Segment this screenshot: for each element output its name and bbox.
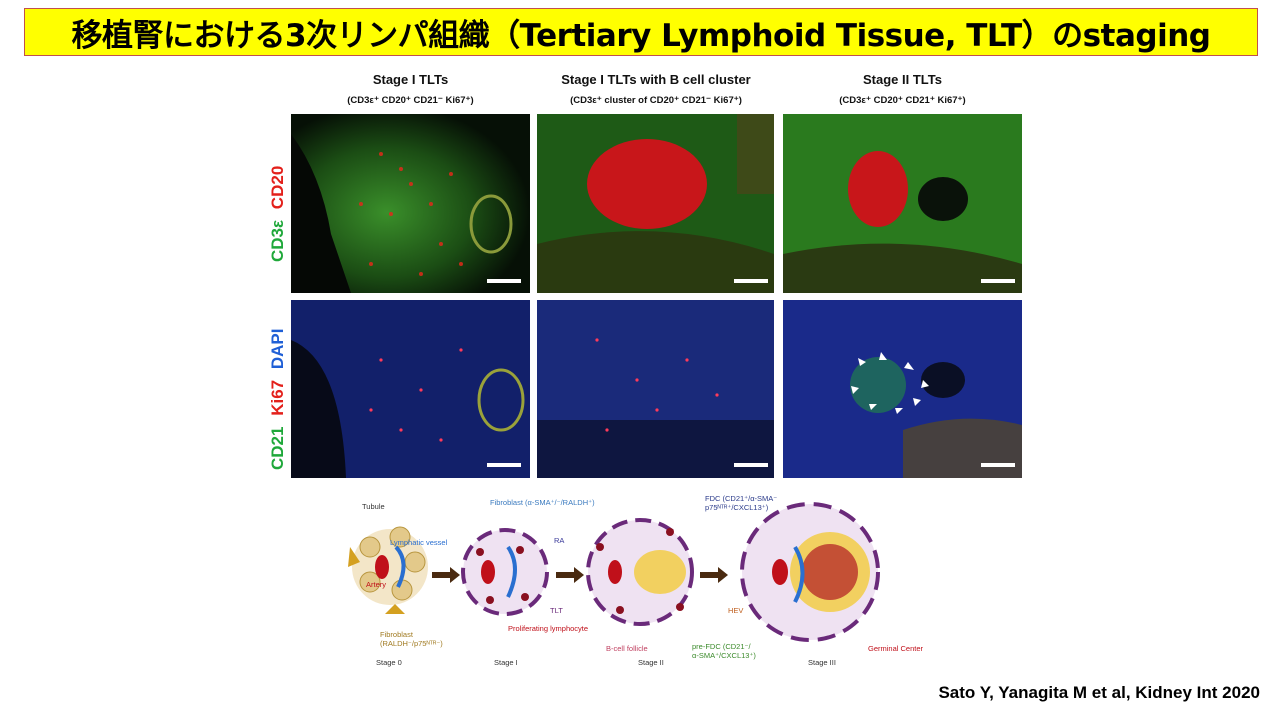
label-ki67: Ki67 <box>268 379 287 416</box>
label-fdc-line1: FDC (CD21⁺/α-SMA⁻ <box>705 494 778 503</box>
scale-bar <box>734 279 768 283</box>
scale-bar <box>734 463 768 467</box>
label-artery: Artery <box>366 580 387 589</box>
label-proliferating: Proliferating lymphocyte <box>508 624 589 633</box>
label-cd21: CD21 <box>268 426 287 470</box>
label-prefdc-line1: pre-FDC (CD21⁻/ <box>692 642 751 651</box>
micrograph-cd21-ki67-dapi-stage1 <box>291 300 530 478</box>
row-label-top: CD3ε CD20 <box>268 166 288 262</box>
label-fibroblast-bottom-1: Fibroblast <box>380 630 413 639</box>
micrograph-cd3e-cd20-stage1 <box>291 114 530 293</box>
label-prefdc-line2: α-SMA⁺/CXCL13⁺) <box>692 651 756 660</box>
column-title: Stage I TLTs <box>372 72 449 87</box>
micrograph-cd21-ki67-dapi-stage2 <box>783 300 1022 478</box>
stage-label-2: Stage II <box>638 658 664 667</box>
column-header-3: Stage II TLTs (CD3ε⁺ CD20⁺ CD21⁺ Ki67⁺) <box>783 72 1022 106</box>
micrograph-cd3e-cd20-bcluster <box>537 114 774 293</box>
label-bcell-follicle: B-cell follicle <box>606 644 648 653</box>
column-title: Stage I TLTs with B cell cluster <box>561 72 751 87</box>
slide-title-box: 移植腎における3次リンパ組織（Tertiary Lymphoid Tissue,… <box>24 8 1258 56</box>
stage0-illustration <box>348 526 428 614</box>
label-dapi: DAPI <box>268 328 287 370</box>
scale-bar <box>981 463 1015 467</box>
label-fdc-line2: p75ᴺᵀᴿ⁺/CXCL13⁺) <box>705 503 769 512</box>
label-fdc: FDC (CD21⁺/α-SMA⁻ p75ᴺᵀᴿ⁺/CXCL13⁺) <box>705 494 777 512</box>
column-title: Stage II TLTs <box>863 72 942 87</box>
label-fibroblast-bottom-2: (RALDH⁻/p75ᴺᵀᴿ⁻) <box>380 639 443 648</box>
citation: Sato Y, Yanagita M et al, Kidney Int 202… <box>938 683 1260 702</box>
column-subtitle: (CD3ε⁺ CD20⁺ CD21⁺ Ki67⁺) <box>839 95 966 106</box>
column-subtitle: (CD3ε⁺ CD20⁺ CD21⁻ Ki67⁺) <box>347 95 474 106</box>
label-germinal-center: Germinal Center <box>868 644 924 653</box>
stage2-illustration <box>586 518 694 626</box>
label-hev: HEV <box>728 606 744 615</box>
label-lymphatic: Lymphatic vessel <box>390 538 448 547</box>
label-fibroblast-top: Fibroblast (α-SMA⁺/⁻/RALDH⁺) <box>490 498 595 507</box>
label-fibroblast-bottom: Fibroblast (RALDH⁻/p75ᴺᵀᴿ⁻) <box>380 630 443 648</box>
stage-label-1: Stage I <box>494 658 518 667</box>
stage-label-0: Stage 0 <box>376 658 402 667</box>
label-ra: RA <box>554 536 565 545</box>
label-tubule: Tubule <box>362 502 385 511</box>
label-cd20: CD20 <box>268 165 287 210</box>
column-subtitle: (CD3ε⁺ cluster of CD20⁺ CD21⁻ Ki67⁺) <box>570 95 742 106</box>
label-tlt: TLT <box>550 606 563 615</box>
scale-bar <box>487 279 521 283</box>
tlt-stage-diagram: Tubule Lymphatic vessel Artery Fibroblas… <box>340 492 940 674</box>
column-header-2: Stage I TLTs with B cell cluster (CD3ε⁺ … <box>520 72 792 106</box>
scale-bar <box>981 279 1015 283</box>
stage3-illustration <box>740 502 880 642</box>
label-cd3e: CD3ε <box>268 219 287 262</box>
micrograph-cd21-ki67-dapi-bcluster <box>537 300 774 478</box>
scale-bar <box>487 463 521 467</box>
slide-title: 移植腎における3次リンパ組織（Tertiary Lymphoid Tissue,… <box>71 17 1211 54</box>
column-header-1: Stage I TLTs (CD3ε⁺ CD20⁺ CD21⁻ Ki67⁺) <box>291 72 530 106</box>
label-prefdc: pre-FDC (CD21⁻/ α-SMA⁺/CXCL13⁺) <box>692 642 756 660</box>
stage-label-3: Stage III <box>808 658 836 667</box>
row-label-bottom: CD21 Ki67 DAPI <box>268 329 288 470</box>
stage1-illustration <box>461 528 549 616</box>
micrograph-cd3e-cd20-stage2 <box>783 114 1022 293</box>
